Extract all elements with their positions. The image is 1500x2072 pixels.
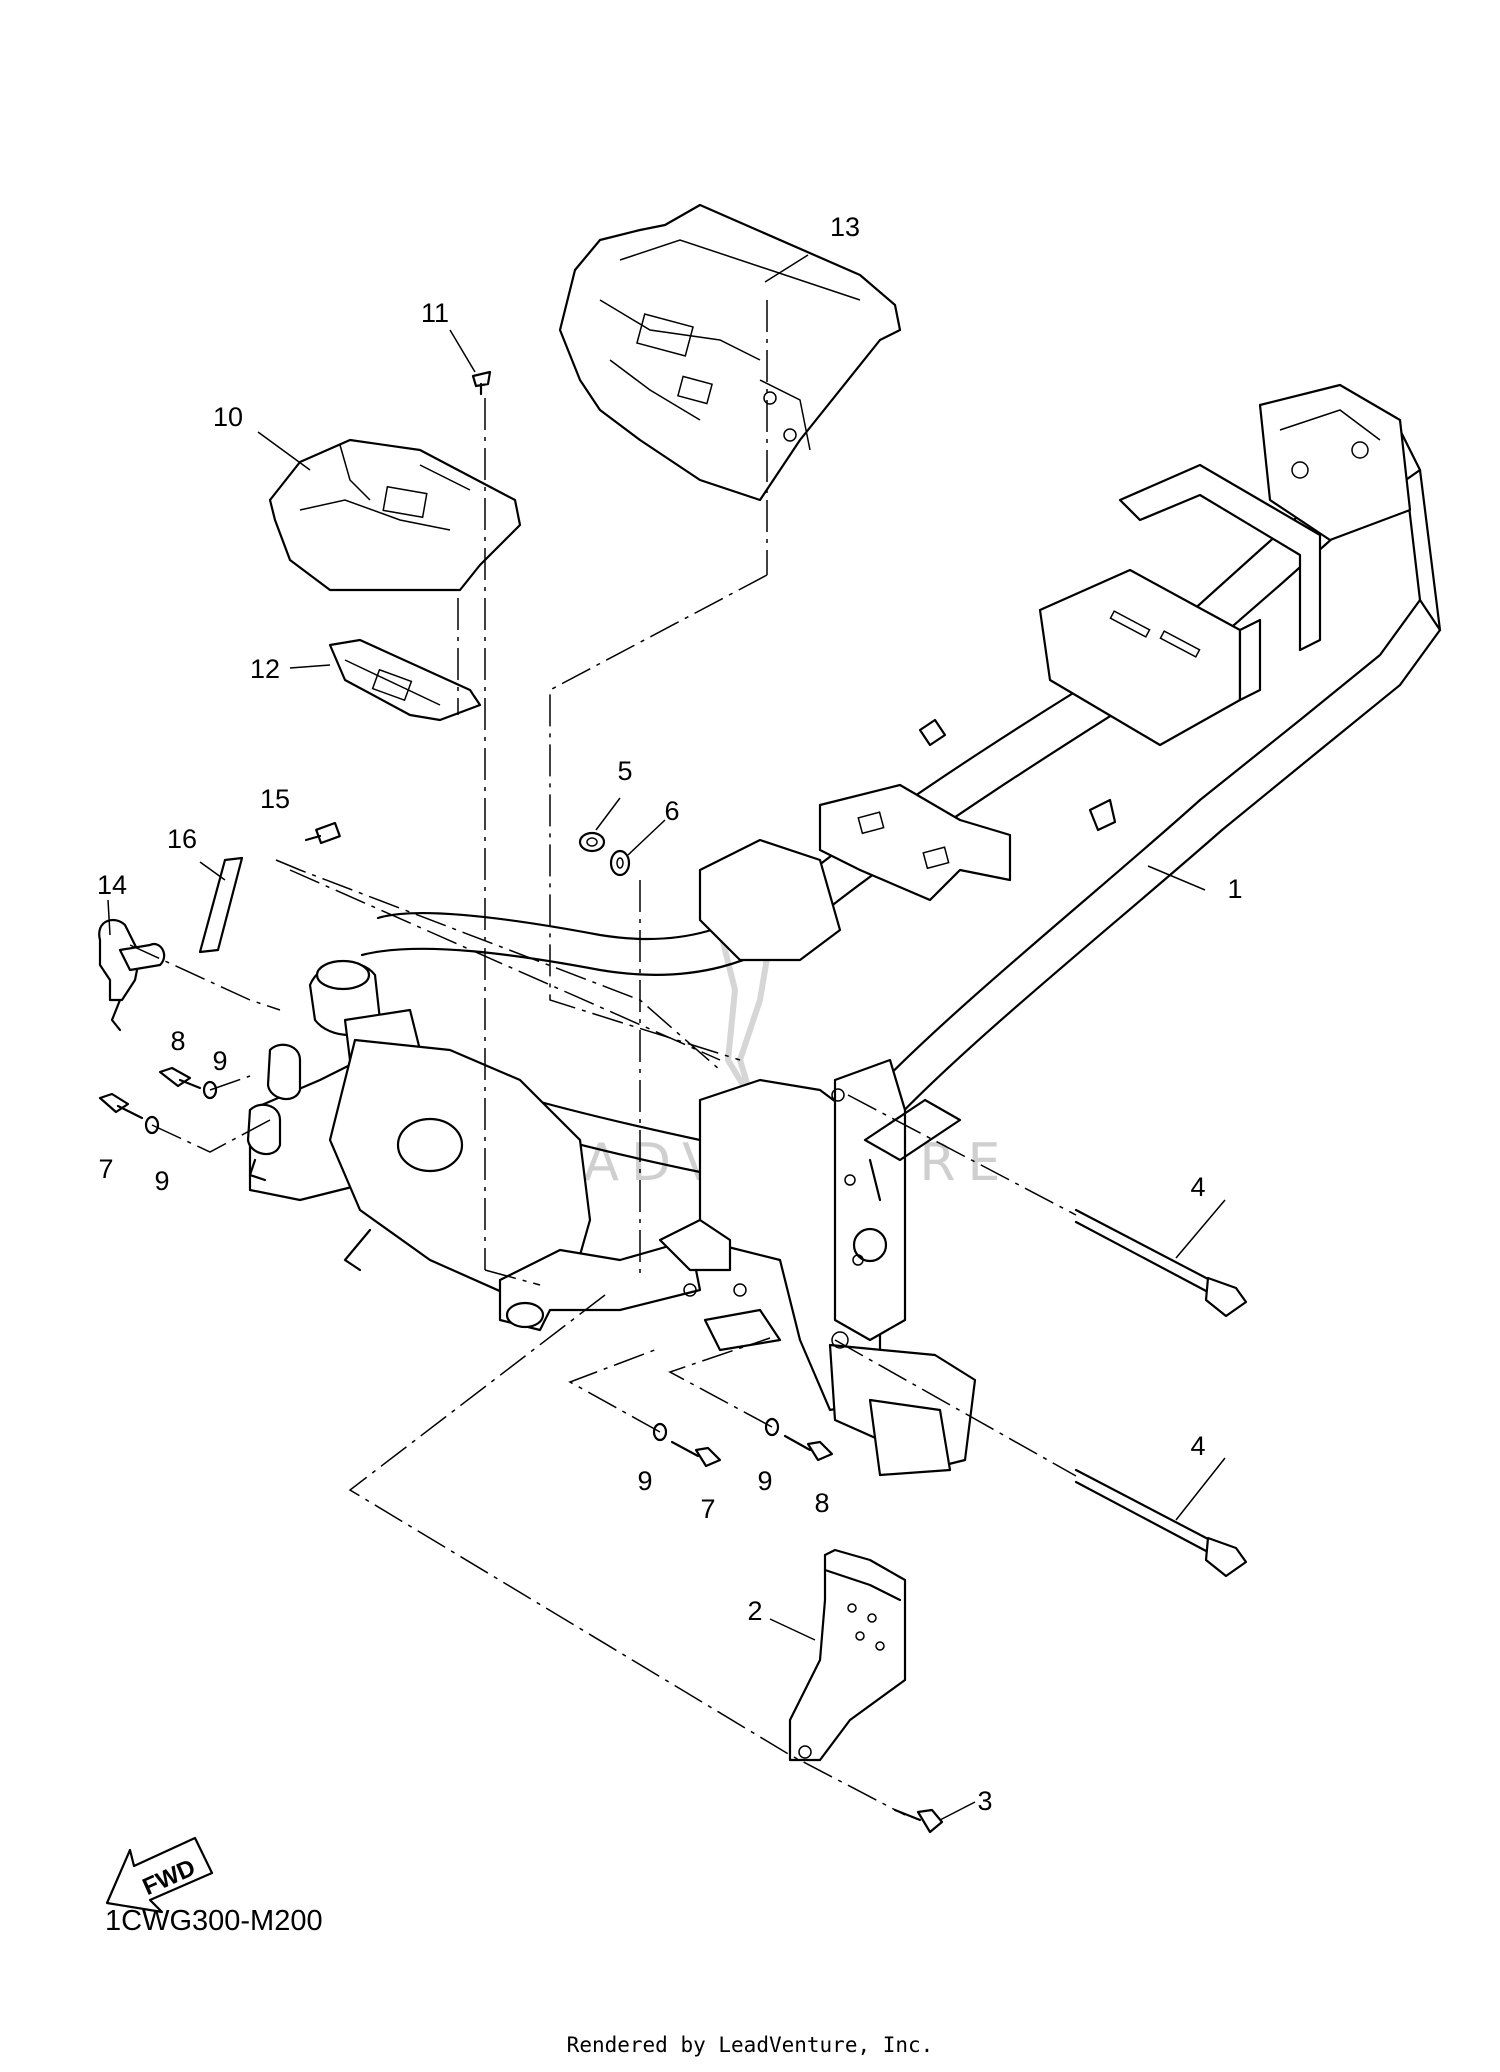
part-15-bolt bbox=[304, 821, 341, 845]
callout-9-bottom-right: 9 bbox=[757, 1466, 772, 1496]
part-8-bolt-left bbox=[158, 1066, 202, 1090]
part-2-plate bbox=[788, 1548, 907, 1762]
part-5-nut bbox=[578, 831, 606, 853]
part-10-cover bbox=[268, 438, 522, 592]
callout-10: 10 bbox=[213, 402, 243, 432]
callout-9-left-bottom: 9 bbox=[154, 1166, 169, 1196]
callout-14: 14 bbox=[97, 870, 127, 900]
leader-lines bbox=[107, 254, 1226, 1821]
fwd-arrow: FWD bbox=[105, 1836, 214, 1914]
callout-6: 6 bbox=[664, 796, 679, 826]
part-11-rivet bbox=[471, 370, 492, 396]
part-4-bolt-upper bbox=[1074, 1208, 1248, 1318]
callout-16: 16 bbox=[167, 824, 197, 854]
callout-8-left: 8 bbox=[170, 1026, 185, 1056]
part-16-strip bbox=[198, 856, 244, 954]
callout-2: 2 bbox=[747, 1596, 762, 1626]
part-8-bolt-bottom bbox=[783, 1434, 834, 1462]
callout-7-left: 7 bbox=[98, 1154, 113, 1184]
callout-12: 12 bbox=[250, 654, 280, 684]
callout-5: 5 bbox=[617, 756, 632, 786]
part-6-washer bbox=[609, 849, 631, 877]
part-14-bracket bbox=[98, 918, 166, 1032]
steering-mount bbox=[246, 1043, 302, 1182]
main-frame bbox=[248, 383, 1442, 1477]
rendered-by-credit: Rendered by LeadVenture, Inc. bbox=[567, 2033, 934, 2057]
callout-15: 15 bbox=[260, 784, 290, 814]
callout-9-bottom-left: 9 bbox=[637, 1466, 652, 1496]
callout-7-bottom: 7 bbox=[700, 1494, 715, 1524]
callout-4-lower: 4 bbox=[1190, 1431, 1205, 1461]
callout-1: 1 bbox=[1227, 874, 1242, 904]
callout-13: 13 bbox=[830, 212, 860, 242]
assembly-lines bbox=[129, 300, 1077, 1816]
part-4-bolt-lower bbox=[1074, 1468, 1248, 1578]
part-7-bolt-bottom bbox=[670, 1440, 722, 1468]
part-13-cover bbox=[558, 203, 902, 502]
callout-4-upper: 4 bbox=[1190, 1172, 1205, 1202]
callout-9-left-top: 9 bbox=[212, 1046, 227, 1076]
part-7-bolt-left bbox=[98, 1092, 144, 1120]
callout-8-bottom: 8 bbox=[814, 1488, 829, 1518]
part-12-bracket bbox=[328, 638, 482, 722]
callout-11: 11 bbox=[421, 298, 449, 328]
callouts: 1 2 3 4 4 5 6 7 7 8 8 9 9 9 9 10 11 12 1… bbox=[97, 212, 1243, 1816]
callout-3: 3 bbox=[977, 1786, 992, 1816]
diagram-code: 1CWG300-M200 bbox=[105, 1905, 323, 1937]
